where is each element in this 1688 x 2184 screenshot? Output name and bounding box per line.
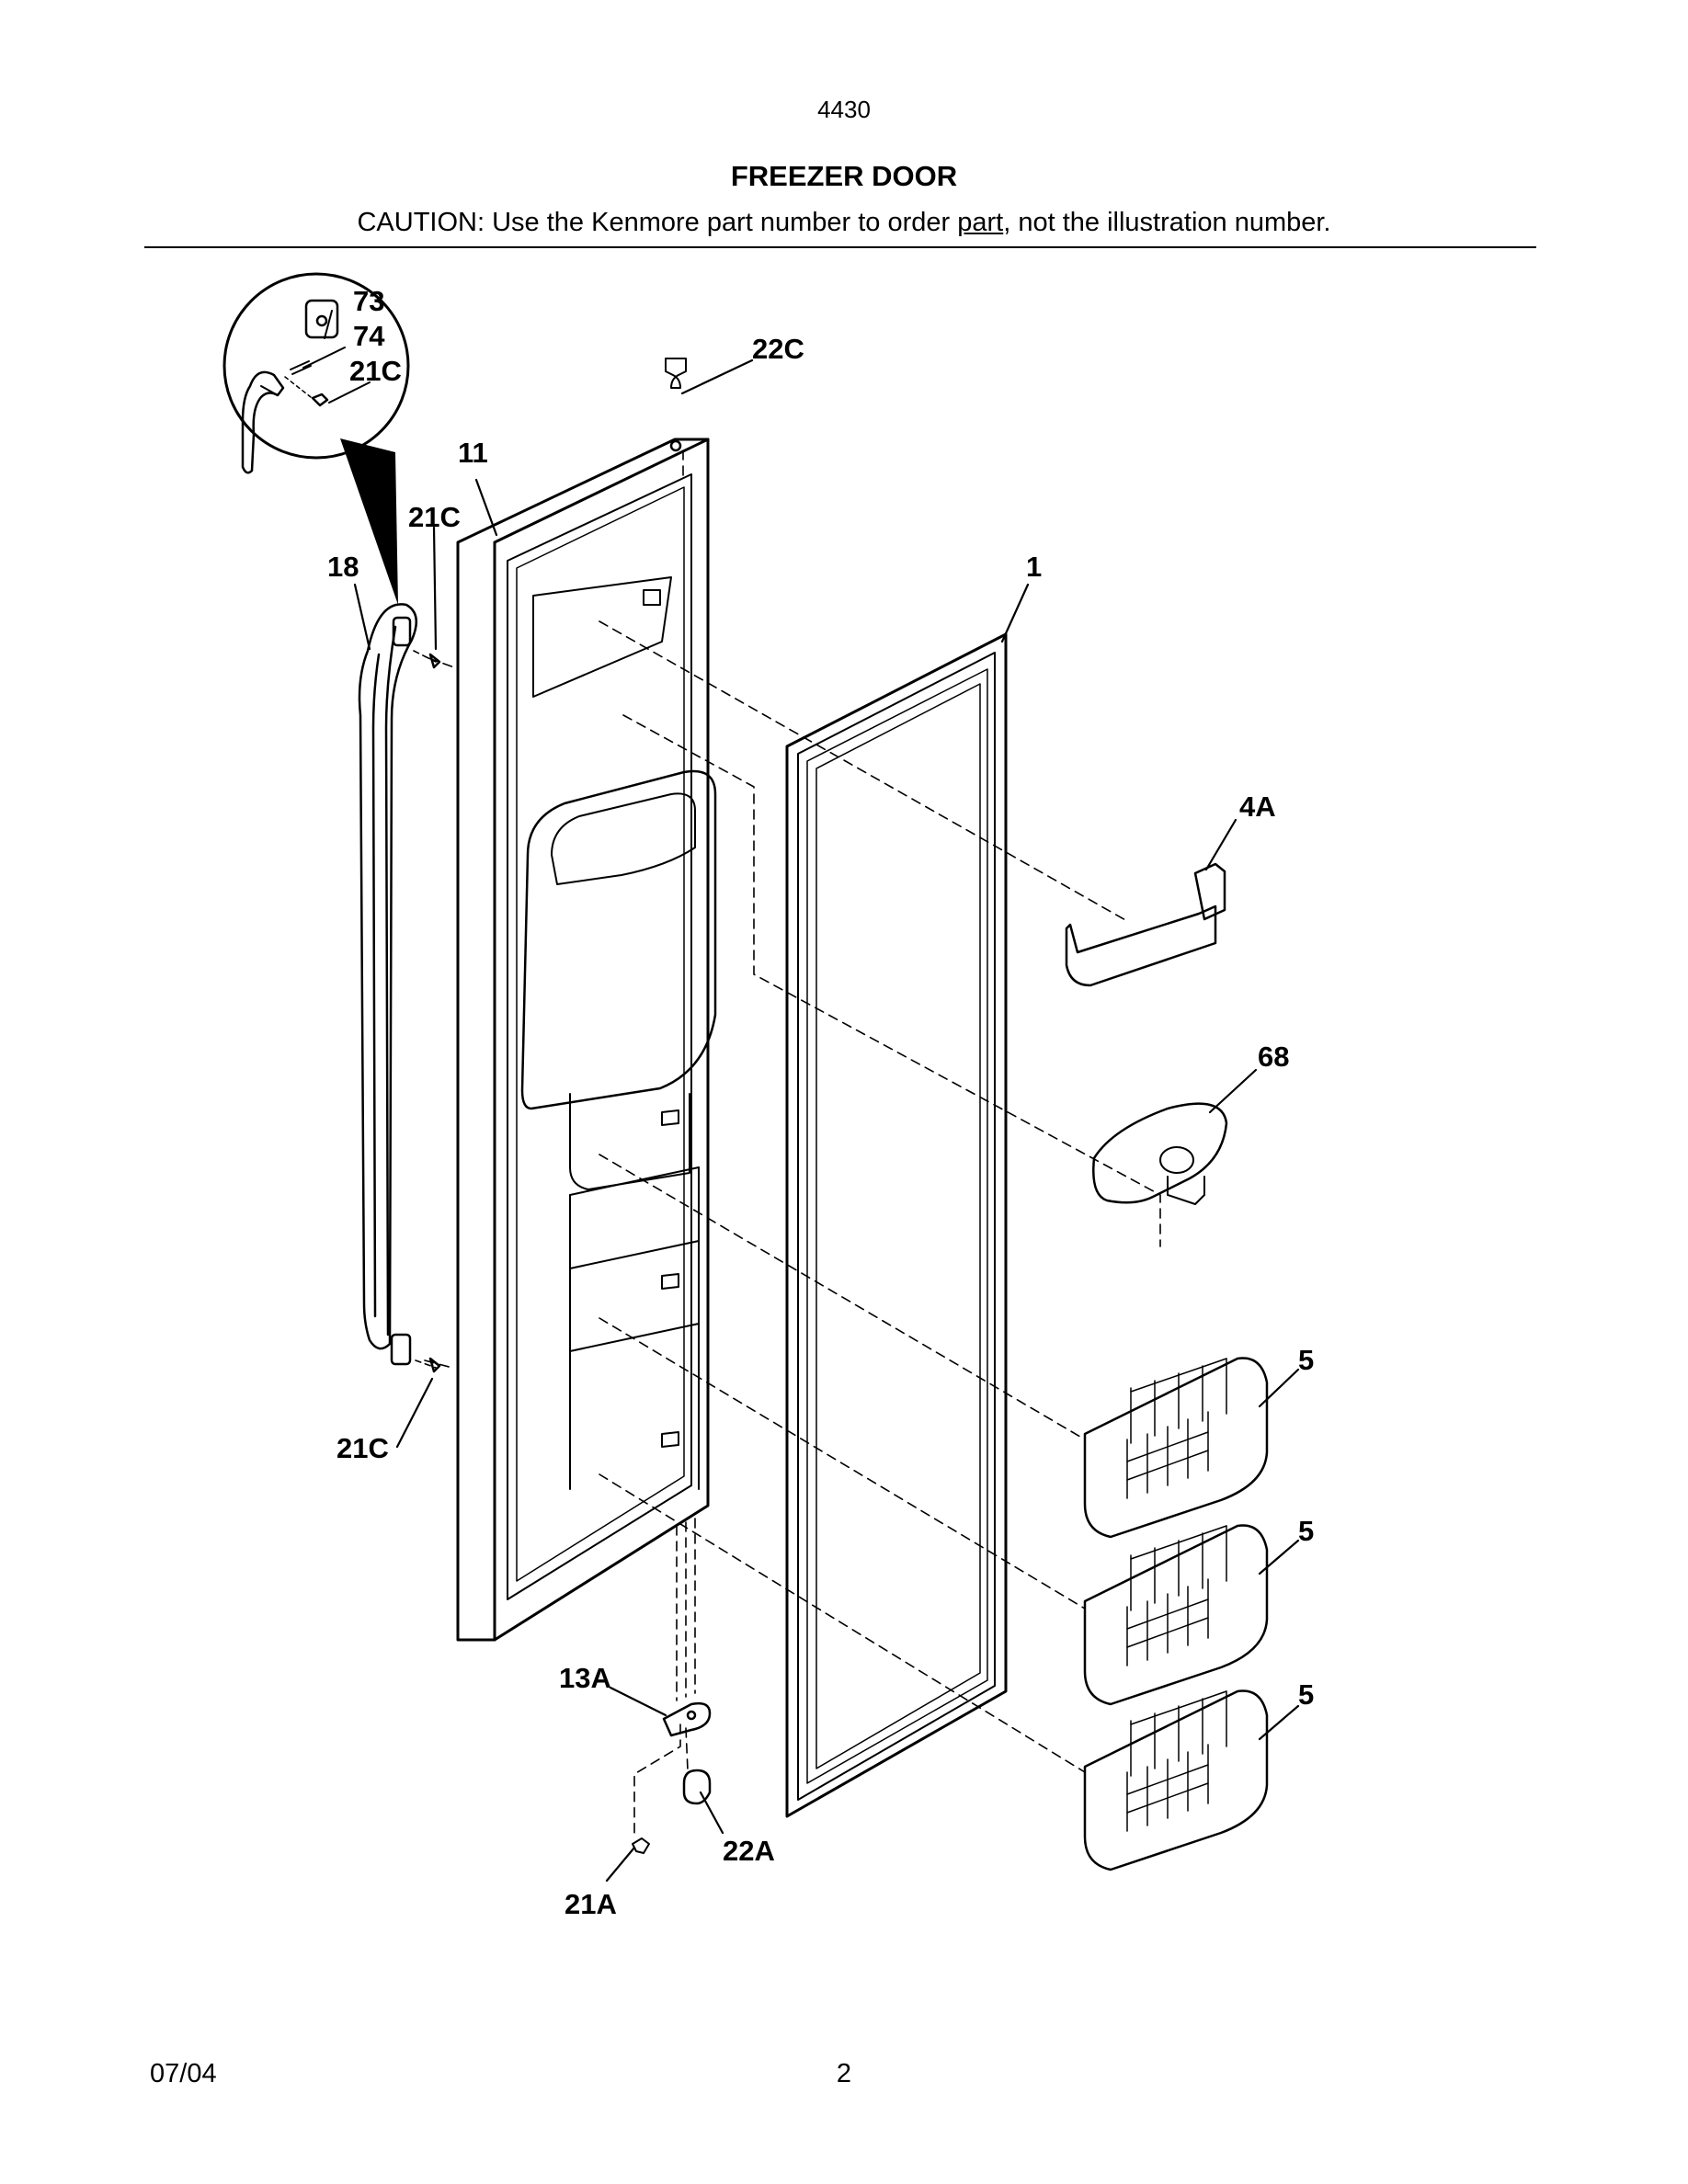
callout-21c-bottom: 21C [336, 1432, 389, 1464]
caution-prefix: CAUTION: Use the Kenmore part number to … [357, 208, 958, 237]
caution-part-word: part [957, 208, 1004, 237]
caution-suffix: , not the illustration number. [1003, 208, 1331, 237]
callout-13a: 13A [559, 1662, 611, 1694]
footer-date: 07/04 [150, 2059, 217, 2088]
door-gasket-1 [785, 632, 1008, 1818]
model-number: 4430 [817, 96, 871, 123]
page-number: 2 [836, 2059, 852, 2088]
callout-74: 74 [353, 320, 385, 352]
caution-note: CAUTION: Use the Kenmore part number to … [0, 208, 1688, 238]
hinge-13A [662, 1701, 712, 1737]
callout-21c-inset: 21C [349, 355, 402, 387]
callout-5-middle: 5 [1298, 1515, 1314, 1547]
page-title: FREEZER DOOR [730, 160, 958, 192]
callout-4a: 4A [1239, 791, 1276, 823]
callout-21a: 21A [565, 1888, 617, 1920]
callout-5-upper: 5 [1298, 1344, 1314, 1376]
callout-5-lower: 5 [1298, 1678, 1314, 1711]
wire-basket-5-lower [1083, 1689, 1269, 1871]
door-handle-18 [358, 603, 441, 1373]
bushing-22A [682, 1769, 712, 1805]
screw-21A [632, 1837, 650, 1854]
freezer-door-liner-11 [456, 358, 717, 1642]
callout-18: 18 [327, 551, 359, 583]
callout-68: 68 [1258, 1041, 1289, 1073]
ice-chute-68 [1092, 1102, 1228, 1205]
callout-11: 11 [458, 437, 488, 469]
callout-73: 73 [353, 285, 384, 317]
callout-22c: 22C [752, 333, 804, 365]
assembly-guide-lines [424, 449, 1161, 1839]
wire-basket-5-upper [1083, 1357, 1269, 1539]
wire-basket-5-middle [1083, 1524, 1269, 1706]
callout-1: 1 [1026, 551, 1042, 583]
door-bin-4A [1065, 862, 1226, 987]
callout-21c-top: 21C [408, 501, 461, 533]
callout-22a: 22A [723, 1835, 775, 1867]
header-rule [144, 246, 1536, 248]
handle-inset-detail [222, 272, 410, 605]
callout-leaders [353, 358, 1300, 1883]
